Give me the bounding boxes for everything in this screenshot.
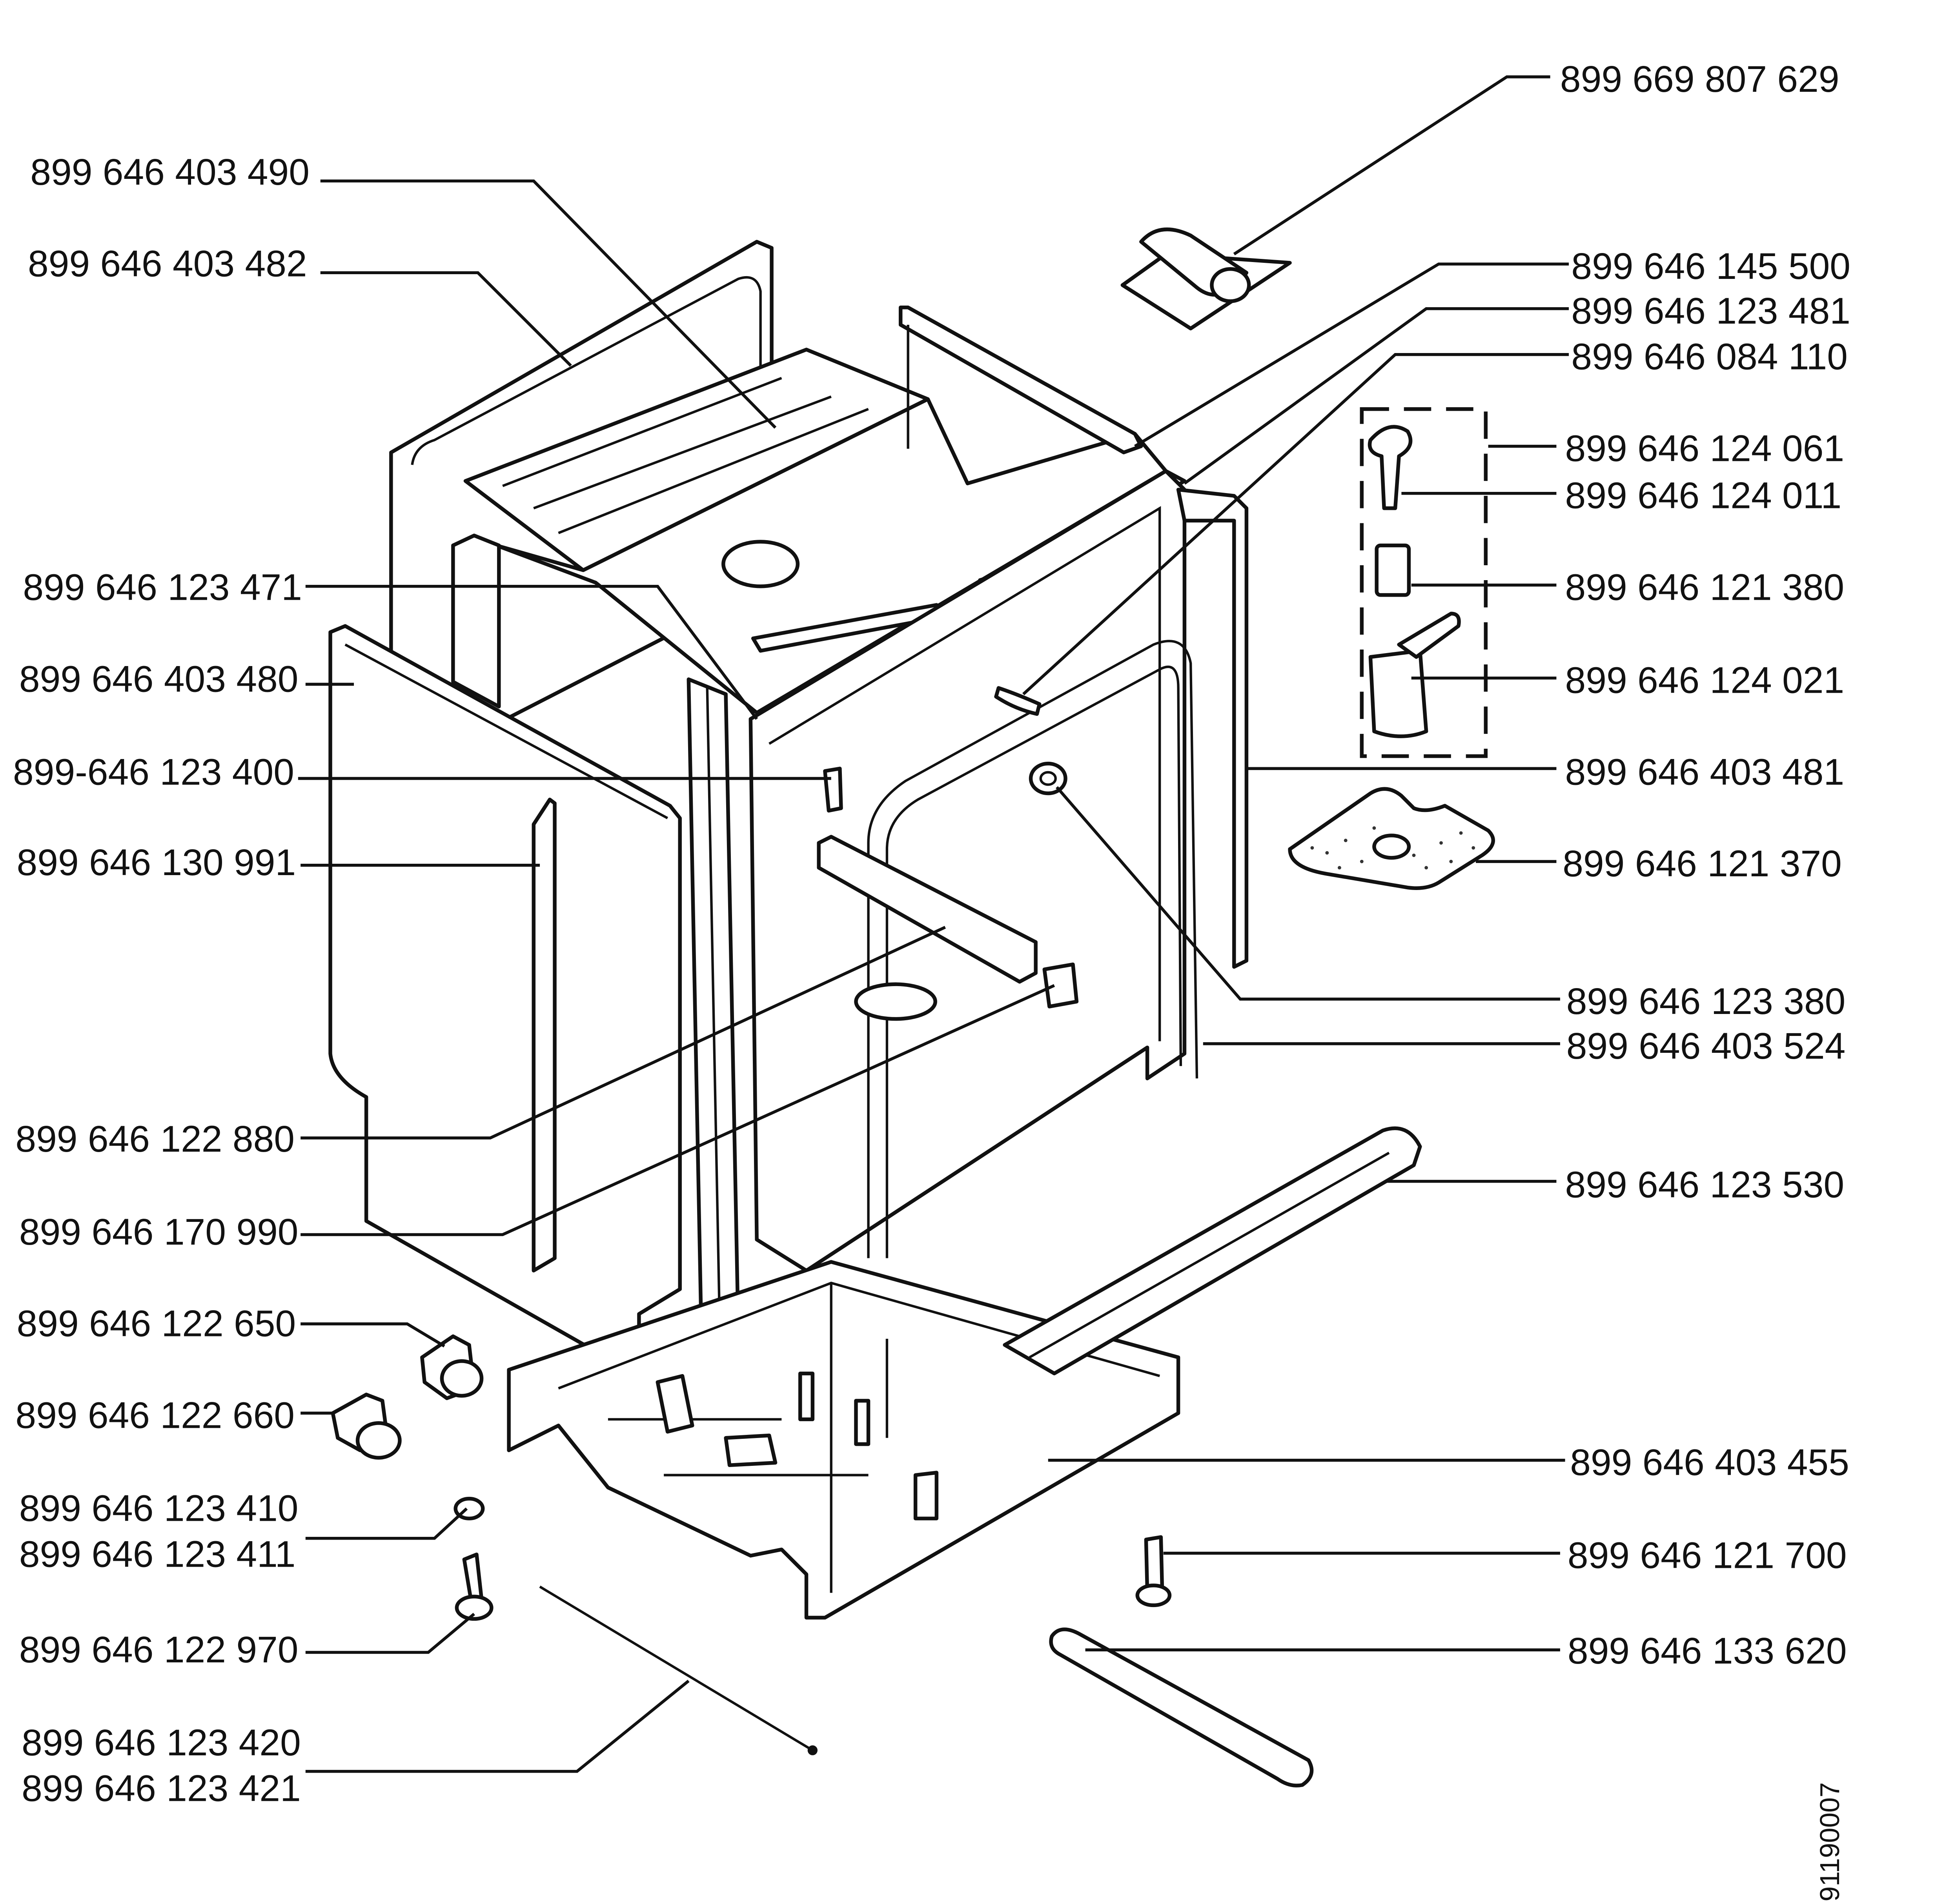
part-label: 899 669 807 629 (1560, 58, 1839, 100)
part-label: 899 646 123 481 (1571, 290, 1850, 332)
part-label: 899 646 121 370 (1563, 843, 1842, 885)
part-label: 899 646 124 011 (1565, 475, 1842, 517)
filter-cylinder (1375, 543, 1411, 597)
part-label: 899 646 123 410 (19, 1488, 299, 1529)
grommet (1029, 761, 1067, 795)
part-label: 899 646 124 061 (1565, 428, 1845, 470)
base-frame (507, 1260, 1180, 1620)
door-seal (867, 640, 1198, 1258)
part-label: 899-646 123 400 (13, 751, 294, 793)
cabinet-drawing (328, 228, 1495, 1788)
part-label: 899 646 123 530 (1565, 1164, 1845, 1206)
right-rear-rail (898, 305, 1143, 455)
part-label: 899 646 403 480 (19, 658, 299, 700)
part-label: 899 646 403 482 (28, 243, 307, 285)
part-label: 899 646 122 970 (19, 1629, 299, 1671)
leader-lines (298, 75, 1569, 1773)
part-label: 899 646 122 650 (17, 1303, 296, 1345)
part-label: 899 646 133 620 (1568, 1630, 1847, 1672)
part-number-labels: 899 669 807 629 899 646 403 490 899 646 … (13, 58, 1850, 1902)
part-label: 899 646 130 991 (17, 842, 296, 883)
rod (539, 1585, 813, 1751)
part-label: 899 646 121 380 (1565, 567, 1845, 608)
part-label: 899 646 403 481 (1565, 751, 1845, 793)
left-vertical-seal (532, 797, 557, 1272)
hinge-cable (994, 686, 1042, 716)
tub-right-frame (748, 469, 1187, 1272)
part-label: 899 646 403 524 (1566, 1025, 1846, 1067)
part-label: 899 646 145 500 (1571, 246, 1850, 287)
top-opening (721, 540, 800, 588)
floor-opening (854, 982, 937, 1021)
part-label: 899 646 122 880 (15, 1118, 295, 1160)
part-label: 899 646 123 421 (22, 1768, 301, 1809)
rear-column-left (451, 533, 501, 709)
part-label: 899 646 122 660 (15, 1394, 295, 1436)
screw-121-700 (1144, 1535, 1164, 1594)
filter-basket (1368, 649, 1428, 738)
part-label: 899 646 123 380 (1566, 981, 1846, 1022)
drawing-code: 91190007 (1814, 1782, 1845, 1902)
inner-bracket (817, 835, 1038, 984)
left-side-panel (328, 624, 682, 1378)
part-label: 899 646 170 990 (19, 1211, 299, 1253)
right-side-panel (1176, 488, 1249, 969)
filter-kit-box (1360, 407, 1488, 758)
part-label: 899 646 123 411 (19, 1533, 296, 1575)
part-label: 899 646 124 021 (1565, 660, 1845, 701)
part-label: 899 646 403 455 (1570, 1442, 1849, 1484)
base-strip (1049, 1627, 1314, 1788)
part-label: 899 646 121 700 (1568, 1535, 1847, 1576)
part-label: 899 646 123 420 (22, 1722, 301, 1764)
part-label: 899 646 123 471 (23, 567, 302, 608)
small-bracket (1042, 962, 1079, 1008)
door-latch (823, 766, 843, 813)
filter-cap (1368, 425, 1413, 510)
part-label: 899 646 084 110 (1571, 336, 1848, 378)
part-label: 899 646 403 490 (30, 151, 310, 193)
